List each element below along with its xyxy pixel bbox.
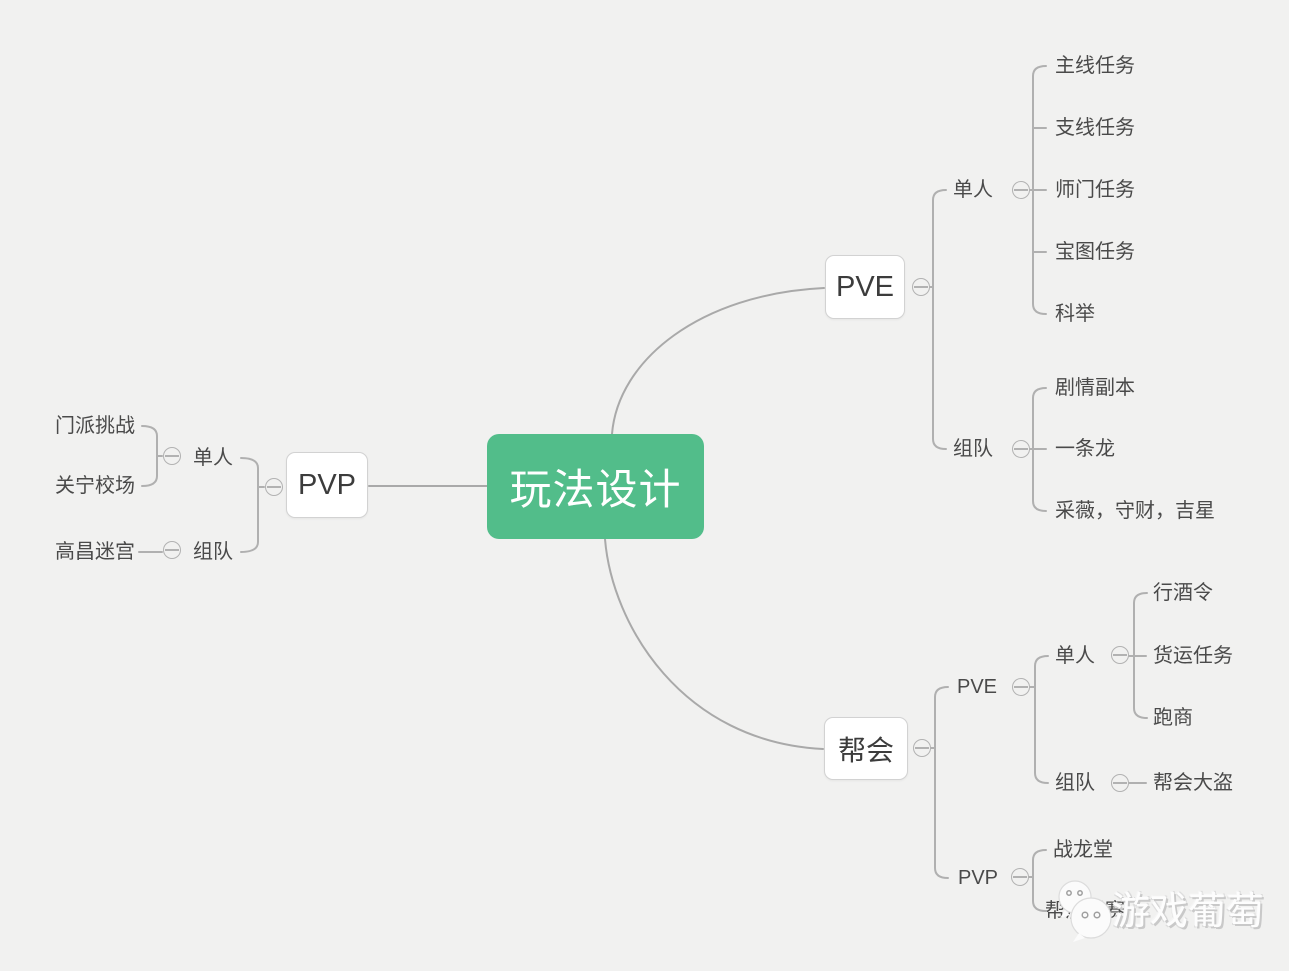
node-pvp-solo[interactable]: 单人	[193, 447, 233, 469]
task-node[interactable]: 战龙堂	[1053, 839, 1113, 861]
collapse-icon-pve-team[interactable]	[1012, 440, 1030, 458]
task-node[interactable]: 采薇，守财，吉星	[1055, 500, 1215, 522]
collapse-icon-pvp-team[interactable]	[163, 541, 181, 559]
chat-bubbles-logo-icon	[1058, 880, 1112, 942]
task-node[interactable]: 货运任务	[1153, 645, 1233, 667]
node-guild-pve-solo[interactable]: 单人	[1055, 645, 1095, 667]
collapse-icon-guild-pve-team[interactable]	[1111, 774, 1129, 792]
task-node[interactable]: 科举	[1055, 303, 1095, 325]
task-node[interactable]: 师门任务	[1055, 179, 1135, 201]
node-guild-pve-team[interactable]: 组队	[1055, 772, 1095, 794]
connector-line	[1032, 65, 1047, 315]
task-node[interactable]: 高昌迷宫	[55, 541, 135, 563]
node-pvp-box[interactable]: PVP	[286, 452, 368, 518]
task-node[interactable]: 剧情副本	[1055, 377, 1135, 399]
node-pve-label: PVE	[835, 270, 895, 303]
node-pve-team[interactable]: 组队	[953, 438, 993, 460]
node-pve-solo[interactable]: 单人	[953, 179, 993, 201]
task-node[interactable]: 行酒令	[1153, 582, 1213, 604]
node-guild-box[interactable]: 帮会	[824, 717, 908, 780]
collapse-icon-guild[interactable]	[913, 739, 931, 757]
task-node[interactable]: 跑商	[1153, 707, 1193, 729]
node-pvp-team[interactable]: 组队	[193, 541, 233, 563]
root-node-label: 玩法设计	[509, 466, 682, 513]
node-guild-label: 帮会	[837, 734, 894, 766]
connector-line	[932, 189, 947, 450]
node-guild-pve[interactable]: PVE	[957, 676, 998, 698]
connector-line	[934, 686, 949, 879]
connector-line	[604, 538, 824, 750]
collapse-icon-pvp[interactable]	[265, 478, 283, 496]
node-pve-box[interactable]: PVE	[825, 255, 905, 319]
connector-line	[1133, 592, 1148, 719]
collapse-icon-guild-pve-solo[interactable]	[1111, 646, 1129, 664]
task-node[interactable]: 宝图任务	[1055, 241, 1135, 263]
connector-line	[1034, 655, 1049, 784]
collapse-icon-pve-solo[interactable]	[1012, 181, 1030, 199]
connector-line	[611, 287, 825, 435]
root-node[interactable]: 玩法设计	[487, 434, 704, 539]
collapse-icon-pve[interactable]	[912, 278, 930, 296]
connector-line	[240, 457, 259, 553]
task-node[interactable]: 一条龙	[1055, 438, 1115, 460]
collapse-icon-guild-pve[interactable]	[1012, 678, 1030, 696]
task-node[interactable]: 关宁校场	[55, 475, 135, 497]
task-node[interactable]: 门派挑战	[55, 415, 135, 437]
node-guild-pvp[interactable]: PVP	[958, 867, 999, 889]
watermark: 游戏葡萄	[1046, 872, 1289, 950]
collapse-icon-pvp-solo[interactable]	[163, 447, 181, 465]
connector-line	[141, 425, 158, 487]
task-node[interactable]: 支线任务	[1055, 117, 1135, 139]
collapse-icon-guild-pvp[interactable]	[1011, 868, 1029, 886]
task-node[interactable]: 帮会大盗	[1153, 772, 1233, 794]
task-node[interactable]: 主线任务	[1055, 55, 1135, 77]
watermark-text: 游戏葡萄	[1112, 891, 1265, 933]
node-pvp-label: PVP	[297, 468, 357, 501]
connector-line	[1032, 849, 1047, 912]
